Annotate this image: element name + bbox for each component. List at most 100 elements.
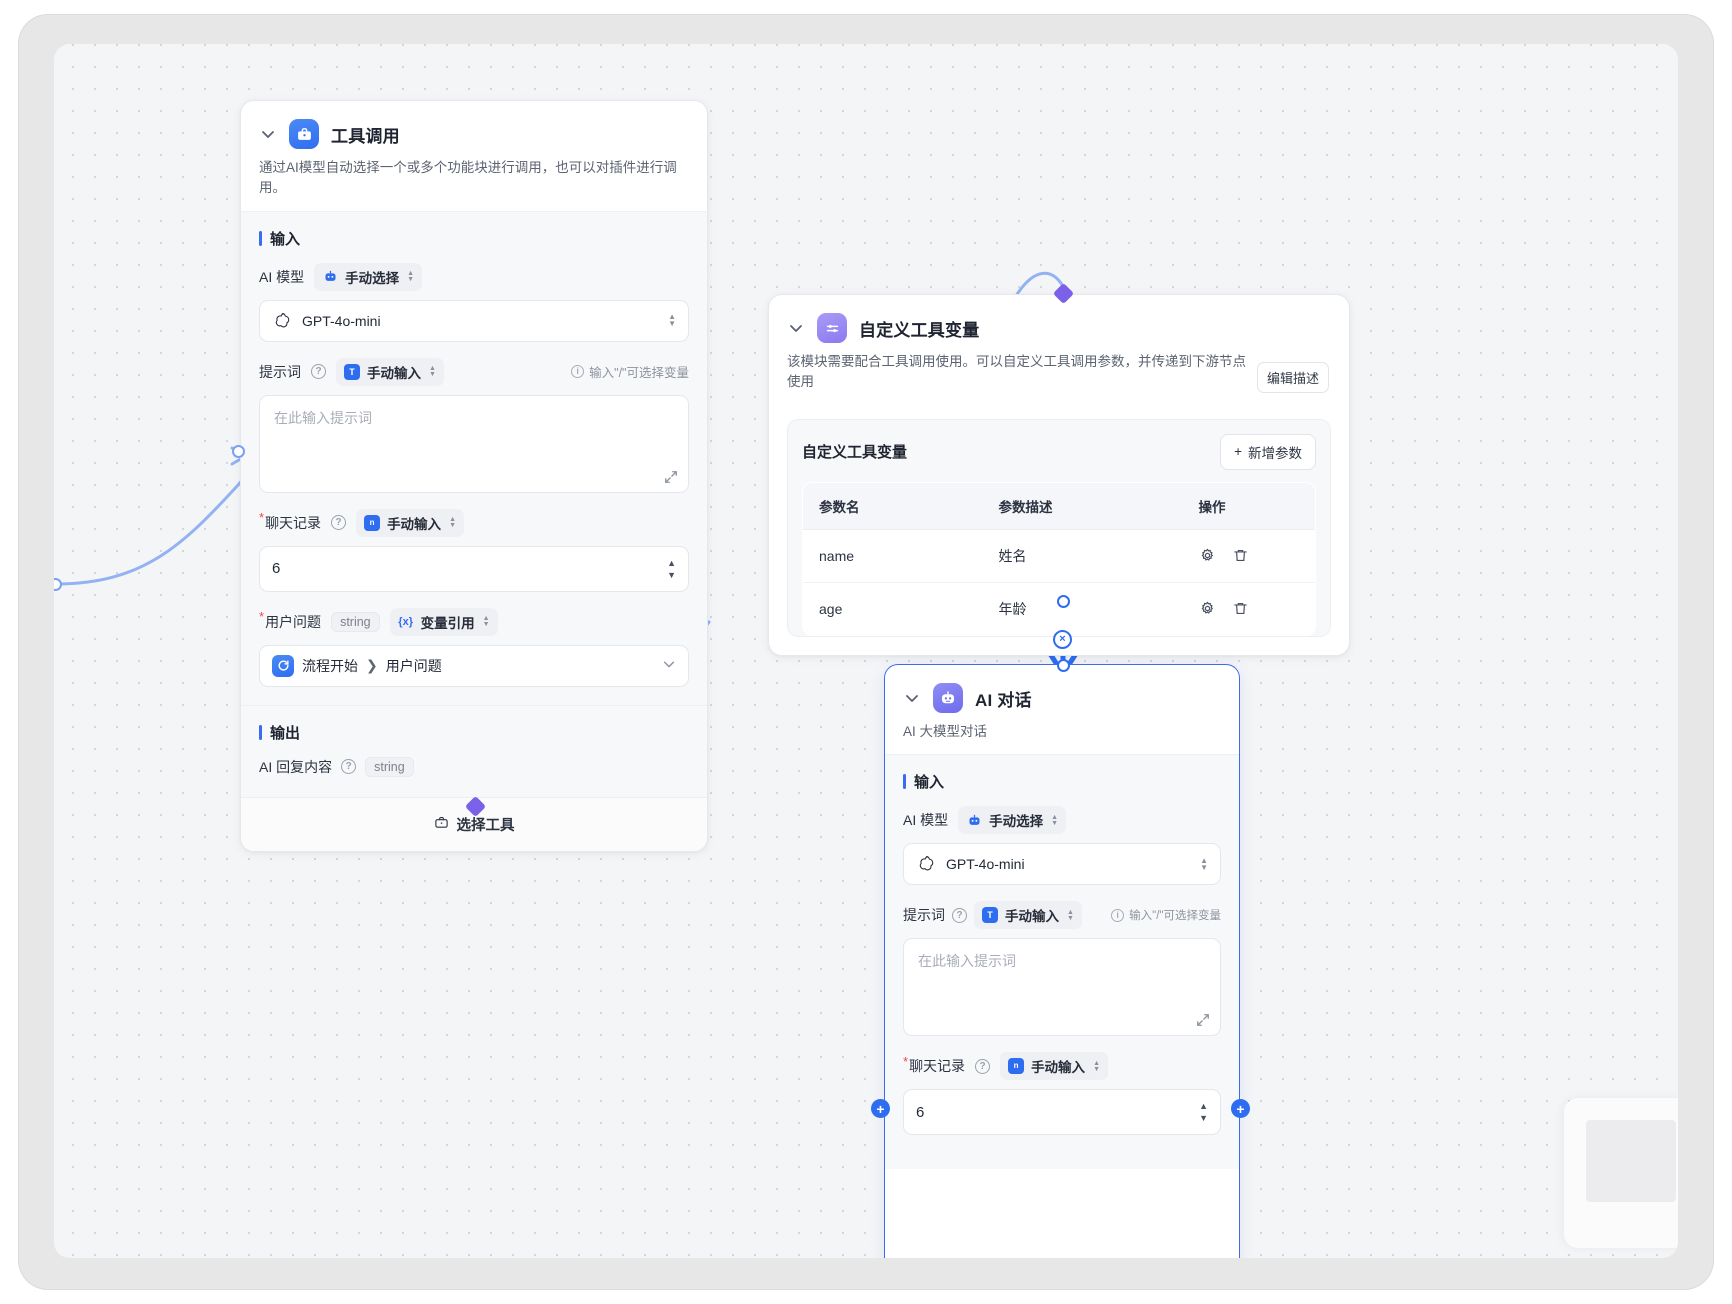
- node-description: AI 大模型对话: [903, 724, 988, 739]
- record-icon: n: [1008, 1058, 1025, 1075]
- handle-ai-chat-input[interactable]: [1057, 659, 1070, 672]
- model-mode-select[interactable]: 手动选择 ▲▼: [958, 806, 1067, 835]
- help-icon[interactable]: ?: [311, 364, 326, 379]
- cell-actions: [1182, 529, 1315, 583]
- robot-icon: [966, 812, 982, 828]
- prompt-textarea[interactable]: 在此输入提示词: [259, 394, 689, 493]
- cell-param-desc: 年龄: [998, 600, 1027, 617]
- field-label: *聊天记录: [259, 509, 322, 531]
- robot-icon: [933, 683, 963, 713]
- field-label: *聊天记录: [903, 1053, 966, 1075]
- field-prompt: 提示词 ? T 手动输入 ▲▼ i 输入"/"可选择变量: [259, 357, 689, 386]
- record-icon: n: [364, 514, 381, 531]
- chevron-down-icon[interactable]: [662, 657, 676, 674]
- history-mode-select[interactable]: n 手动输入 ▲▼: [1000, 1052, 1108, 1081]
- node-description: 通过AI模型自动选择一个或多个功能块进行调用，也可以对插件进行调用。: [259, 160, 677, 196]
- settings-icon[interactable]: [1199, 600, 1216, 617]
- model-value: GPT-4o-mini: [302, 312, 381, 329]
- chevron-updown-icon: ▲▼: [482, 615, 490, 628]
- section-accent-bar: [259, 724, 262, 740]
- help-icon[interactable]: ?: [975, 1058, 991, 1074]
- handle-canvas-left-source[interactable]: [54, 578, 62, 591]
- model-select[interactable]: GPT-4o-mini ▲▼: [259, 299, 689, 342]
- prompt-hint: i 输入"/"可选择变量: [571, 362, 689, 381]
- handle-tool-vars-output[interactable]: [1057, 595, 1070, 608]
- workflow-canvas[interactable]: 工具调用 通过AI模型自动选择一个或多个功能块进行调用，也可以对插件进行调用。 …: [54, 44, 1678, 1258]
- expand-icon[interactable]: [664, 470, 678, 484]
- info-icon: i: [1111, 908, 1125, 922]
- handle-tool-call-input[interactable]: [232, 445, 245, 458]
- mode-label: 手动选择: [345, 270, 400, 286]
- cell-param-desc: 姓名: [982, 529, 1183, 583]
- plus-icon: +: [1234, 444, 1242, 459]
- chevron-down-icon[interactable]: [903, 689, 921, 707]
- field-label: AI 模型: [259, 268, 305, 285]
- required-marker: *: [259, 608, 265, 624]
- question-variable-ref[interactable]: 流程开始 ❯ 用户问题: [259, 644, 689, 687]
- section-title-input: 输入: [259, 228, 689, 249]
- input-section: 输入 AI 模型 手动选择: [885, 754, 1239, 1170]
- col-actions: 操作: [1182, 482, 1315, 530]
- expand-icon[interactable]: [1196, 1013, 1210, 1027]
- chevron-down-icon[interactable]: [259, 125, 277, 143]
- type-tag: string: [365, 756, 414, 777]
- field-ai-model: AI 模型 手动选择 ▲▼: [259, 262, 689, 291]
- field-label: 提示词: [903, 907, 945, 924]
- question-mode-select[interactable]: {x} 变量引用 ▲▼: [389, 607, 498, 636]
- node-title: AI 对话: [975, 690, 1032, 710]
- field-chat-history: *聊天记录 ? n 手动输入 ▲▼: [259, 508, 689, 537]
- node-tool-call[interactable]: 工具调用 通过AI模型自动选择一个或多个功能块进行调用，也可以对插件进行调用。 …: [240, 100, 708, 852]
- openai-logo-icon: [272, 311, 292, 331]
- prompt-mode-select[interactable]: T 手动输入 ▲▼: [336, 357, 444, 386]
- trash-icon[interactable]: [1232, 547, 1249, 564]
- mode-label: 变量引用: [420, 615, 475, 631]
- ref-field-name: 用户问题: [385, 657, 442, 674]
- help-icon[interactable]: ?: [331, 515, 347, 530]
- chevron-down-icon[interactable]: [787, 319, 805, 337]
- output-section: 输出 AI 回复内容 ? string: [241, 704, 707, 797]
- cell-actions: [1183, 582, 1316, 635]
- chevron-updown-icon: ▲▼: [1093, 1059, 1100, 1073]
- briefcase-icon: [289, 119, 319, 149]
- output-label: AI 回复内容: [259, 758, 333, 775]
- settings-icon[interactable]: [1199, 547, 1216, 564]
- prompt-textarea[interactable]: 在此输入提示词: [903, 938, 1221, 1037]
- add-param-button[interactable]: + 新增参数: [1220, 433, 1316, 470]
- node-title: 自定义工具变量: [859, 320, 980, 340]
- history-mode-select[interactable]: n 手动输入 ▲▼: [356, 508, 464, 537]
- field-label: 提示词: [259, 363, 301, 380]
- ref-node-name: 流程开始: [302, 657, 358, 674]
- table-row[interactable]: age 年龄: [803, 582, 1316, 635]
- edge-delete-button[interactable]: ×: [1053, 630, 1072, 649]
- section-title-input: 输入: [903, 771, 1221, 792]
- chevron-updown-icon: ▲▼: [1051, 813, 1059, 827]
- chevron-updown-icon: ▲▼: [429, 365, 436, 378]
- corner-floating-panel[interactable]: [1564, 1098, 1678, 1248]
- node-header: 自定义工具变量 该模块需要配合工具调用使用。可以自定义工具调用参数，并传递到下游…: [769, 295, 1349, 405]
- prompt-hint: i 输入"/"可选择变量: [1111, 907, 1221, 923]
- prompt-mode-select[interactable]: T 手动输入 ▲▼: [974, 901, 1082, 930]
- number-stepper[interactable]: ▲▼: [1199, 1101, 1208, 1124]
- col-param-name: 参数名: [803, 482, 983, 530]
- edit-description-button[interactable]: 编辑描述: [1256, 361, 1329, 393]
- trash-icon[interactable]: [1232, 600, 1249, 617]
- required-marker: *: [259, 509, 265, 525]
- field-prompt: 提示词 ? T 手动输入 ▲▼ i 输入"/"可选择变量: [903, 901, 1221, 930]
- help-icon[interactable]: ?: [341, 759, 357, 774]
- breadcrumb-separator-icon: ❯: [366, 657, 378, 673]
- handle-ai-chat-left-add[interactable]: +: [871, 1099, 890, 1118]
- node-ai-chat[interactable]: AI 对话 AI 大模型对话 输入 AI 模型: [884, 664, 1240, 1258]
- col-param-desc: 参数描述: [982, 482, 1183, 530]
- help-icon[interactable]: ?: [952, 907, 967, 923]
- history-number-input[interactable]: 6 ▲▼: [903, 1089, 1221, 1136]
- chevron-updown-icon: ▲▼: [1200, 855, 1208, 872]
- model-select[interactable]: GPT-4o-mini ▲▼: [903, 843, 1221, 886]
- params-table: 参数名 参数描述 操作 name 姓名: [802, 481, 1316, 636]
- chevron-updown-icon: ▲▼: [668, 312, 676, 328]
- model-mode-select[interactable]: 手动选择 ▲▼: [314, 262, 423, 291]
- table-row[interactable]: name 姓名: [803, 529, 1315, 583]
- table-header-row: 参数名 参数描述 操作: [803, 482, 1315, 530]
- number-stepper[interactable]: ▲▼: [667, 557, 676, 580]
- history-number-input[interactable]: 6 ▲▼: [259, 545, 689, 592]
- handle-ai-chat-right-add[interactable]: +: [1231, 1099, 1250, 1118]
